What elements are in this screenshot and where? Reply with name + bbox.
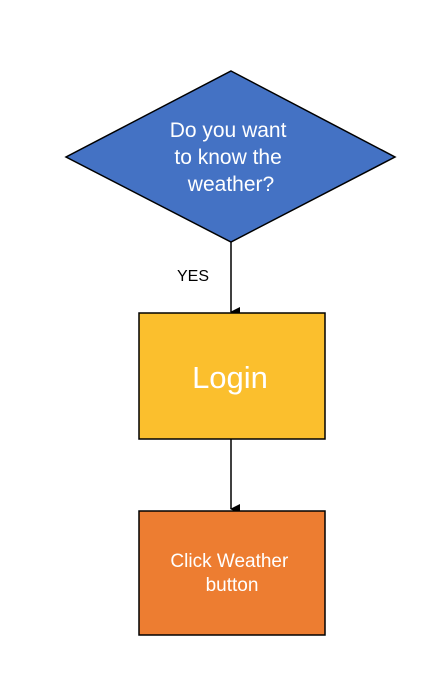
weather-button-text-line-2: button — [206, 575, 259, 596]
login-box — [138, 312, 326, 440]
weather-button-text-line-1: Click Weather — [170, 551, 289, 572]
decision-text-line-1: Do you want — [170, 119, 287, 142]
weather-button-text: Click Weather button — [170, 551, 293, 596]
edge-label-yes: YES — [177, 268, 209, 285]
decision-text-line-3: weather? — [187, 173, 274, 196]
decision-text-line-2: to know the — [174, 146, 281, 169]
decision-node: Do you want to know the weather? — [64, 70, 397, 243]
decision-text: Do you want to know the weather? — [170, 119, 293, 196]
login-node: Login — [138, 312, 326, 440]
weather-button-box — [138, 510, 326, 636]
weather-button-node: Click Weather button — [138, 510, 326, 636]
login-label: Login — [192, 360, 268, 395]
